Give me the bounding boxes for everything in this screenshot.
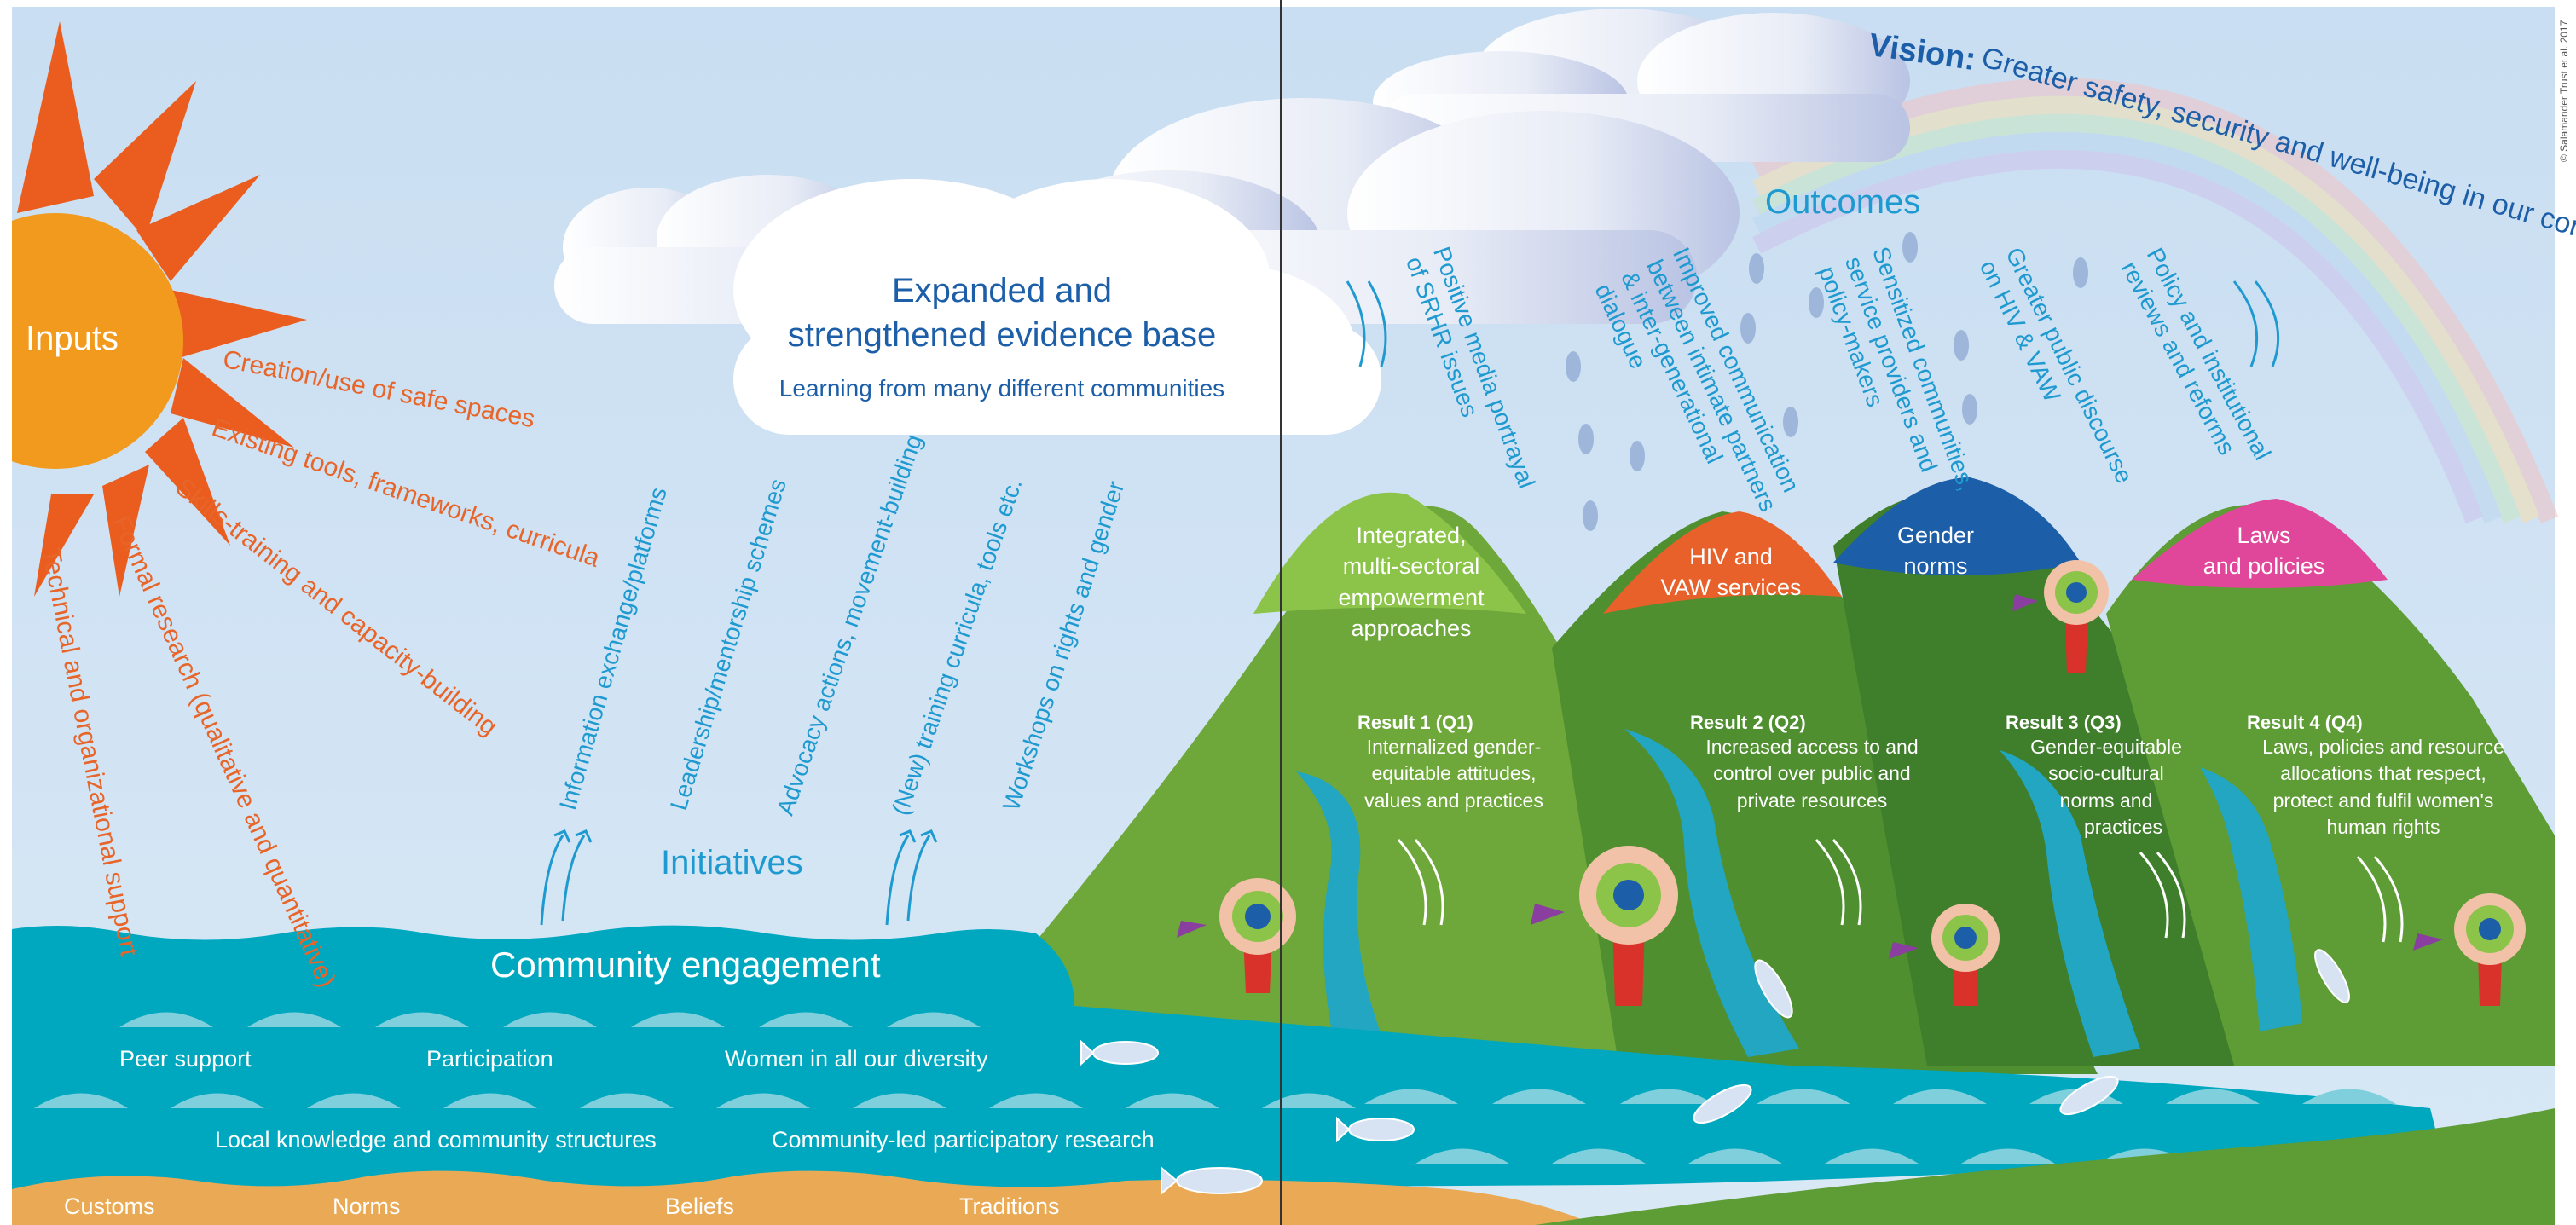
inputs-label: Inputs [26,320,119,357]
fish [1080,949,2350,1196]
copyright-notice: © Salamander Trust et al. 2017 [2558,20,2570,162]
hill-label-line: approaches [1351,615,1472,642]
hill-label-line: multi-sectoral [1342,553,1480,580]
result-title: Result 4 (Q4) [2247,712,2363,733]
evidence-title-line: strengthened evidence base [787,316,1217,354]
result-title: Result 1 (Q1) [1357,712,1473,733]
sun [0,0,307,1225]
result-line: allocations that respect, [2280,762,2486,785]
hill-label-line: Gender [1896,523,1975,548]
hill-label-laws: Laws and policies [2166,520,2362,582]
result-1: Result 1 (Q1) Internalized gender- equit… [1326,712,1582,814]
result-line: equitable attitudes, [1371,762,1537,785]
community-item: Community-led participatory research [772,1127,1155,1153]
hill-label-empowerment: Integrated, multi-sectoral empowerment a… [1292,520,1531,644]
result-3: Result 3 (Q3) Gender-equitable socio-cul… [2000,712,2213,841]
hill-label-line: Laws [2237,523,2291,548]
hill-label-line: Integrated, [1356,523,1467,548]
result-line: human rights [2326,815,2440,838]
outcomes-label: Outcomes [1765,183,1921,221]
foundation-item: Traditions [959,1193,1060,1219]
rivers [1296,729,2302,1066]
evidence-title-line: Expanded and [891,272,1112,309]
rainbow [1751,78,2559,524]
result-title: Result 2 (Q2) [1690,712,1806,733]
grass-corner [1535,1108,2555,1225]
result-arrows [1397,839,2404,943]
result-4: Result 4 (Q4) Laws, policies and resourc… [2243,712,2524,841]
hill-label-line: norms [1903,553,1968,580]
result-line: Increased access to and [1705,736,1919,758]
result-line: protect and fulfil women's [2272,789,2494,812]
foundation-item: Norms [333,1193,401,1219]
hill-label-line: empowerment [1338,584,1485,610]
flow-arrows [540,280,2280,926]
result-line: Gender-equitable [2030,736,2182,758]
hill-label-line: and policies [2203,553,2325,580]
hills [1032,477,2555,1083]
result-line: Internalized gender- [1366,736,1542,758]
windmills [1177,560,2526,1006]
hill-label-services: HIV and VAW services [1612,541,1850,604]
result-line: Laws, policies and resource [2262,736,2504,758]
result-2: Result 2 (Q2) Increased access to and co… [1684,712,1940,814]
result-line: values and practices [1364,789,1543,812]
hill-label-line: HIV and [1689,544,1773,569]
evidence-subtitle: Learning from many different communities [779,375,1225,402]
community-engagement-label: Community engagement [490,945,881,985]
community-item: Women in all our diversity [725,1046,988,1072]
result-line: private resources [1736,789,1888,812]
foundation-item: Beliefs [665,1193,735,1219]
community-item: Peer support [119,1046,252,1072]
community-item: Participation [426,1046,553,1072]
evidence-title: Expanded and strengthened evidence base [750,269,1253,357]
initiatives-label: Initiatives [661,844,803,881]
result-line: practices [2083,815,2163,838]
water [12,925,2439,1193]
result-line: control over public and [1713,762,1911,785]
result-line: norms and [2059,789,2153,812]
hill-label-line: VAW services [1660,575,1802,601]
rain-drops [1566,232,2088,531]
result-title: Result 3 (Q3) [2006,712,2122,733]
foundation-item: Customs [64,1193,155,1219]
result-line: socio-cultural [2048,762,2164,785]
evidence-cloud [733,179,1381,435]
hill-label-norms: Gender norms [1850,520,2021,582]
community-item: Local knowledge and community structures [215,1127,657,1153]
